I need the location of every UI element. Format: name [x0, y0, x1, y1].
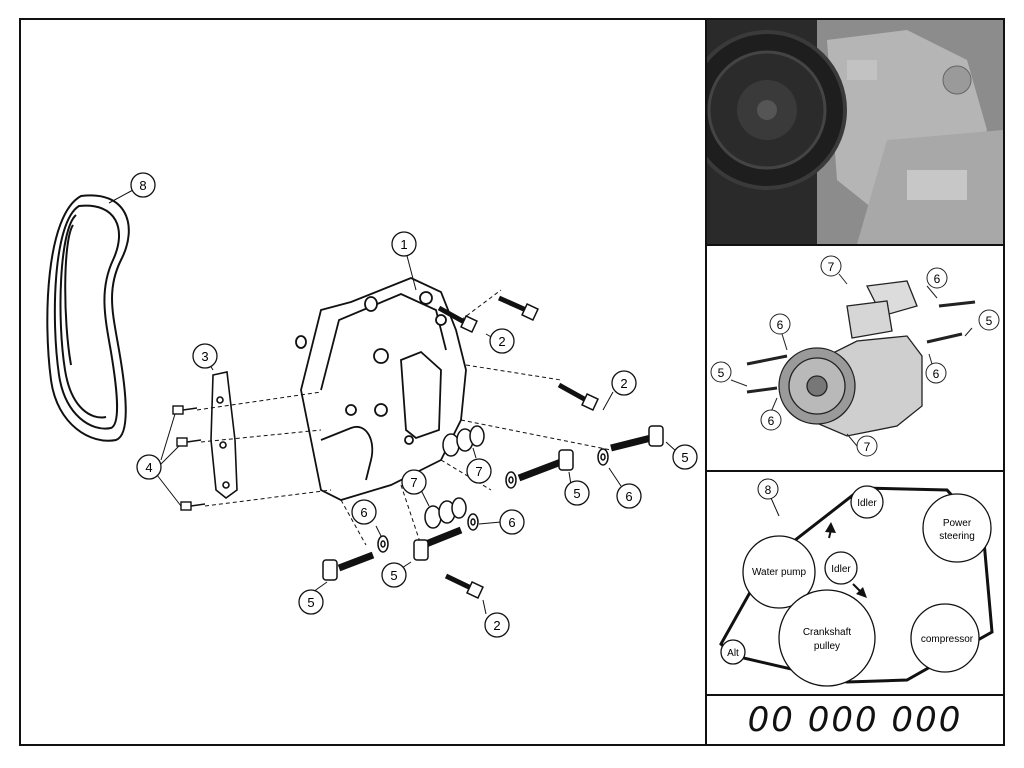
- belt-leader: [108, 189, 134, 204]
- small-callout-6-right-text: 6: [933, 367, 940, 381]
- routing-belt-leader: [770, 497, 780, 517]
- label-idler-center: Idler: [831, 564, 851, 575]
- small-callout-6-right: 6: [925, 362, 947, 384]
- assembly-lines: [196, 289, 612, 546]
- callout-long-bolt-c: 2: [484, 612, 510, 638]
- callout-washer-c: 6: [351, 499, 377, 525]
- callout-washer-c-text: 6: [360, 505, 367, 520]
- callout-spacer-a-text: 7: [475, 464, 482, 479]
- label-crankshaft-1: Crankshaft: [803, 627, 852, 638]
- idler-center-pulley: [824, 551, 858, 585]
- part-number: 00 000 000: [747, 700, 963, 740]
- callout-spacer-b: 7: [401, 469, 427, 495]
- spacers-leaders: [420, 447, 477, 507]
- routing-callout-belt-text: 8: [765, 483, 772, 497]
- compressor-pulley: [910, 603, 980, 673]
- exploded-view-panel: 8 3: [19, 18, 707, 746]
- label-idler-top: Idler: [857, 498, 877, 509]
- label-crankshaft-2: pulley: [814, 641, 840, 652]
- callout-medium-bolt-c: 5: [298, 589, 324, 615]
- callout-spacer-a: 7: [466, 458, 492, 484]
- callout-belt-text: 8: [139, 178, 146, 193]
- belt-routing-diagram: 8 Idler Power steering Water pump Idler …: [719, 478, 994, 687]
- alternator-pulley: [720, 639, 746, 665]
- power-steering-pulley: [922, 493, 992, 563]
- callout-medium-bolt-a-text: 5: [681, 450, 688, 465]
- small-callout-5-left: 5: [710, 361, 732, 383]
- compressor-body: [778, 280, 923, 437]
- medium-bolts: [322, 425, 664, 581]
- callout-long-bolt-b: 2: [611, 370, 637, 396]
- callout-long-bolt-b-text: 2: [620, 376, 627, 391]
- small-callout-6-bottom: 6: [760, 409, 782, 431]
- small-callout-7-bottom-text: 7: [864, 440, 871, 454]
- belt-routing-panel: 8 Idler Power steering Water pump Idler …: [705, 470, 1005, 696]
- callout-medium-bolt-b-text: 5: [573, 486, 580, 501]
- water-pump-pulley: [742, 535, 816, 609]
- callout-medium-bolt-c-text: 5: [307, 595, 314, 610]
- rotation-arrow-up-head: [825, 522, 836, 533]
- callout-long-bolt-a: 2: [489, 328, 515, 354]
- small-callout-7-top-text: 7: [828, 260, 835, 274]
- small-callout-7-bottom: 7: [856, 435, 878, 457]
- serpentine-belt: [46, 194, 130, 442]
- compressor-exploded-panel: 7 6 6 5 5 6 6: [705, 244, 1005, 472]
- long-bolts: [437, 295, 599, 599]
- callout-spacer-b-text: 7: [410, 475, 417, 490]
- washers: [377, 448, 609, 553]
- mounting-plate: [210, 371, 238, 500]
- rotation-arrow-down-head: [856, 587, 867, 598]
- part-number-panel: 00 000 000: [705, 694, 1005, 746]
- bracket-leader: [405, 251, 417, 291]
- small-callout-7-top: 7: [820, 255, 842, 277]
- compressor-bolts: [746, 300, 976, 394]
- callout-washer-a: 6: [616, 483, 642, 509]
- exploded-view-drawing: 8 3: [46, 172, 698, 638]
- small-bolts: [172, 405, 206, 511]
- callout-medium-bolt-b: 5: [564, 480, 590, 506]
- small-bolts-leaders: [156, 413, 182, 507]
- engine-photo: [707, 20, 1003, 244]
- callout-long-bolt-c-text: 2: [493, 618, 500, 633]
- small-callout-6-top: 6: [926, 267, 948, 289]
- label-power-steering-2: steering: [939, 531, 975, 542]
- callout-washer-a-text: 6: [625, 489, 632, 504]
- label-compressor: compressor: [921, 634, 974, 645]
- engine-photo-panel: [705, 18, 1005, 246]
- label-alt: Alt: [727, 648, 739, 659]
- small-callout-5-left-text: 5: [718, 366, 725, 380]
- callout-small-bolts-text: 4: [145, 460, 152, 475]
- small-callout-6-bottom-text: 6: [768, 414, 775, 428]
- compressor-exploded-drawing: 7 6 6 5 5 6 6: [710, 255, 1000, 457]
- callout-washer-b: 6: [499, 509, 525, 535]
- long-bolts-leaders: [482, 333, 614, 615]
- small-callout-6-top-text: 6: [934, 272, 941, 286]
- small-callout-6-left: 6: [769, 313, 791, 335]
- callout-small-bolts: 4: [136, 454, 162, 480]
- callout-bracket: 1: [391, 231, 417, 257]
- small-callout-6-left-text: 6: [777, 318, 784, 332]
- main-bracket: [295, 277, 467, 501]
- small-callout-5-right-text: 5: [986, 314, 993, 328]
- compressor-leaders: [730, 273, 973, 447]
- label-power-steering-1: Power: [943, 518, 972, 529]
- callout-bracket-text: 1: [400, 237, 407, 252]
- callout-medium-bolt-d: 5: [381, 562, 407, 588]
- routing-callout-belt: 8: [757, 478, 779, 500]
- crankshaft-pulley: [778, 589, 876, 687]
- callout-belt: 8: [130, 172, 156, 198]
- spacers: [424, 425, 485, 529]
- washers-leaders: [375, 467, 622, 537]
- callout-plate-text: 3: [201, 349, 208, 364]
- callout-medium-bolt-d-text: 5: [390, 568, 397, 583]
- callout-medium-bolt-a: 5: [672, 444, 698, 470]
- idler-top-pulley: [850, 485, 884, 519]
- small-callout-5-right: 5: [978, 309, 1000, 331]
- callout-washer-b-text: 6: [508, 515, 515, 530]
- callout-long-bolt-a-text: 2: [498, 334, 505, 349]
- label-water-pump: Water pump: [752, 567, 807, 578]
- callout-plate: 3: [192, 343, 218, 369]
